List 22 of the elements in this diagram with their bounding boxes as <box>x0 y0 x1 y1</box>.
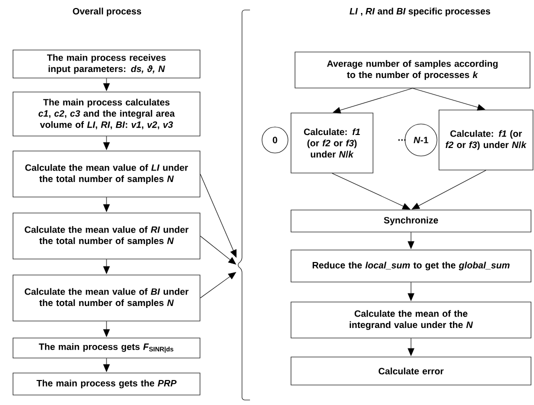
arrow <box>332 88 413 114</box>
process-box: Calculate the mean value of RI under the total number of samples N <box>12 212 200 260</box>
process-box: The main process calculates c1, c2, c3 and the integral area volume of LI, RI, BI: v1, v2, v3 <box>12 92 200 136</box>
process-box: Synchronize <box>290 210 532 232</box>
process-box: Calculate: f1 (or f2 or f3) under N/k <box>438 110 534 170</box>
process-box: Reduce the local_sum to get the global_sum <box>290 250 532 282</box>
process-box: Calculate the mean of the integrand value under the N <box>290 302 532 338</box>
heading: Overall process <box>72 8 142 16</box>
arrow <box>200 272 236 298</box>
process-box: Calculate the mean value of LI under the total number of samples N <box>12 150 200 198</box>
process-box: Calculate error <box>290 356 532 386</box>
process-box: Calculate: f1 (or f2 or f3) under N/k <box>290 112 374 174</box>
process-box: The main process receives input parameters: ds, ϑ, N <box>12 50 200 78</box>
process-box: The main process gets the PRP <box>12 372 200 396</box>
arrow <box>200 236 236 265</box>
heading: LI , RI and BI specific processes <box>350 8 490 16</box>
process-box: The main process gets F$_{SINR|ds}$ <box>12 338 200 358</box>
brace <box>238 10 250 400</box>
process-box: Calculate the mean value of BI under the total number of samples N <box>12 274 200 322</box>
process-box: Average number of samples according to the number of processes k <box>294 52 530 88</box>
arrow <box>412 88 486 111</box>
ellipsis: … <box>398 139 406 141</box>
